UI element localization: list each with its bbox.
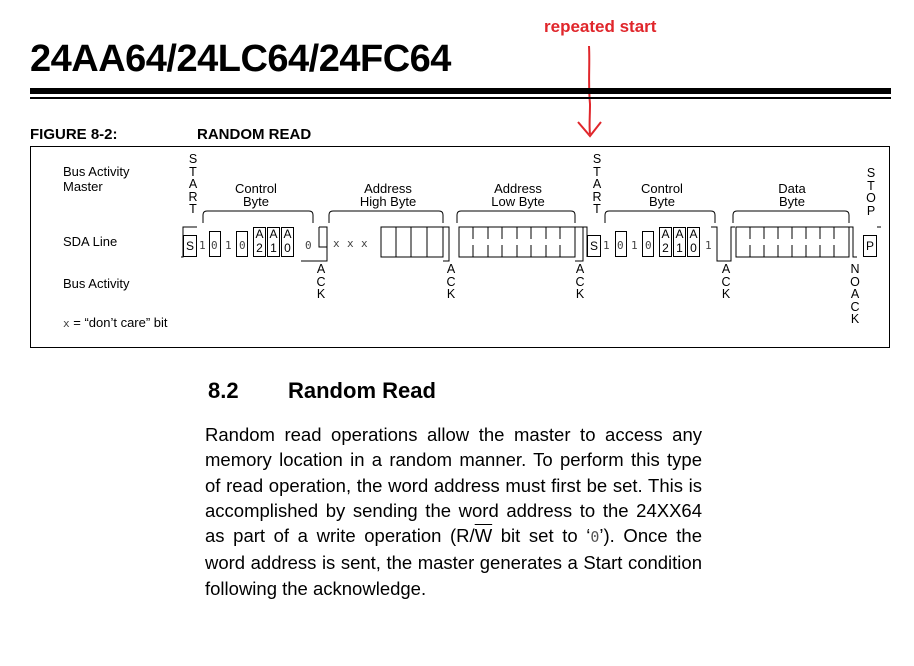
rw-bit-read: 1 (705, 239, 712, 252)
bit-box-3 (615, 231, 627, 257)
section-title: Random Read (288, 378, 436, 403)
control2-bit-1: 1 (603, 239, 610, 252)
dont-care-bit-2: x (347, 237, 354, 250)
figure-label: FIGURE 8-2: (30, 126, 118, 143)
rw-bit-write: 0 (305, 239, 312, 252)
control2-bit-3: 1 (631, 239, 638, 252)
stop-p-marker: P (863, 235, 877, 257)
dont-care-bit-1: x (333, 237, 340, 250)
bit-box-4 (642, 231, 654, 257)
bit-box-2 (236, 231, 248, 257)
header-rule-thin (30, 97, 891, 99)
timing-diagram (181, 210, 881, 262)
control-bit-2: 0 (211, 239, 218, 252)
start-s-marker-1: S (183, 235, 197, 257)
dont-care-note: x = “don’t care” bit (63, 315, 168, 330)
field-brackets (202, 210, 850, 223)
header-rule-thick (30, 88, 891, 94)
repeated-start-annotation: repeated start (544, 17, 657, 36)
figure-box: Bus Activity Master SDA Line Bus Activit… (30, 146, 890, 348)
sda-line-label: SDA Line (63, 234, 118, 249)
section-number: 8.2 (208, 378, 239, 403)
bus-activity-master-label: Bus Activity Master (63, 164, 130, 194)
annotation-arrow-icon (577, 45, 602, 138)
control2-bit-2: 0 (617, 239, 624, 252)
control-bit-1: 1 (199, 239, 206, 252)
start-s-marker-2: S (587, 235, 601, 257)
body-paragraph: Random read operations allow the master … (205, 424, 702, 599)
bus-activity-label: Bus Activity (63, 276, 130, 291)
figure-title: RANDOM READ (197, 126, 312, 143)
bit-box-1 (209, 231, 221, 257)
control-bit-3: 1 (225, 239, 232, 252)
document-title: 24AA64/24LC64/24FC64 (30, 38, 451, 80)
byte-box-ticks (395, 227, 835, 257)
control-bit-4: 0 (239, 239, 246, 252)
dont-care-bit-3: x (361, 237, 368, 250)
control2-bit-4: 0 (645, 239, 652, 252)
